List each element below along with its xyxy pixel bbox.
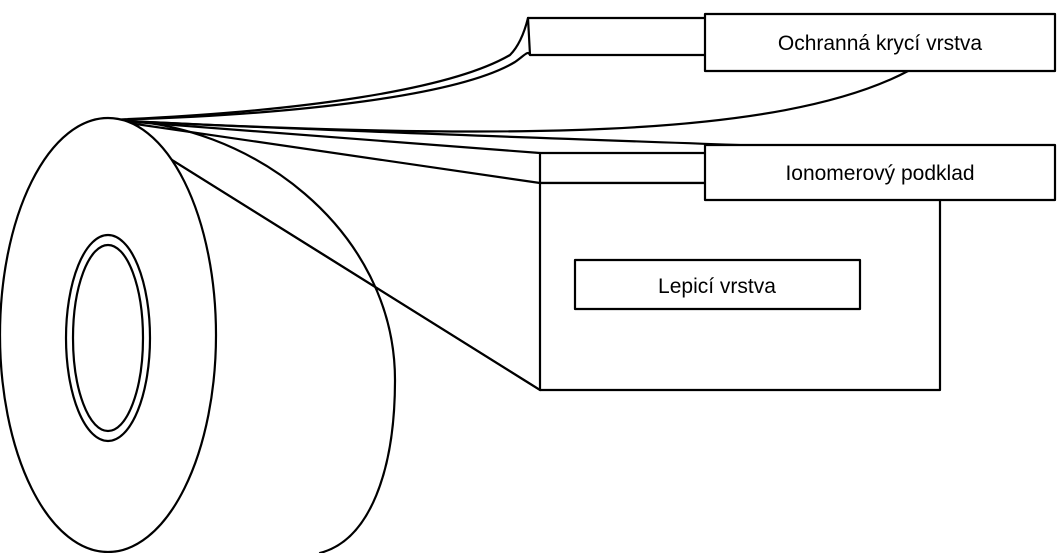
label-protective-cover: Ochranná krycí vrstva xyxy=(703,12,1057,73)
label-ionomer-base: Ionomerový podklad xyxy=(703,143,1057,202)
cover-sheet-inner-curve xyxy=(106,51,532,122)
label-adhesive-layer-box xyxy=(573,258,862,311)
roll-front-face xyxy=(0,116,218,553)
cover-sheet-lower-curve xyxy=(106,68,912,133)
cover-sheet-upper-curve xyxy=(106,16,530,122)
cover-sheet-fold-edge xyxy=(526,16,707,57)
label-protective-cover-text: Ochranná krycí vrstva xyxy=(778,32,983,55)
label-ionomer-base-text: Ionomerový podklad xyxy=(785,162,974,185)
adhesive-strip-upper-edge xyxy=(106,118,542,185)
label-adhesive-layer-text: Lepicí vrstva xyxy=(658,275,776,298)
label-protective-cover-box xyxy=(703,12,1057,73)
label-adhesive-layer: Lepicí vrstva xyxy=(573,258,862,311)
adhesive-strip-lower-edge-front xyxy=(106,118,542,392)
ionomer-strip-top-edge xyxy=(106,118,542,155)
roll-cylinder-outline xyxy=(106,118,397,553)
label-ionomer-base-box xyxy=(703,143,1057,202)
roll-core-outer-ring xyxy=(64,233,152,443)
roll-core-inner-ring xyxy=(71,243,145,433)
